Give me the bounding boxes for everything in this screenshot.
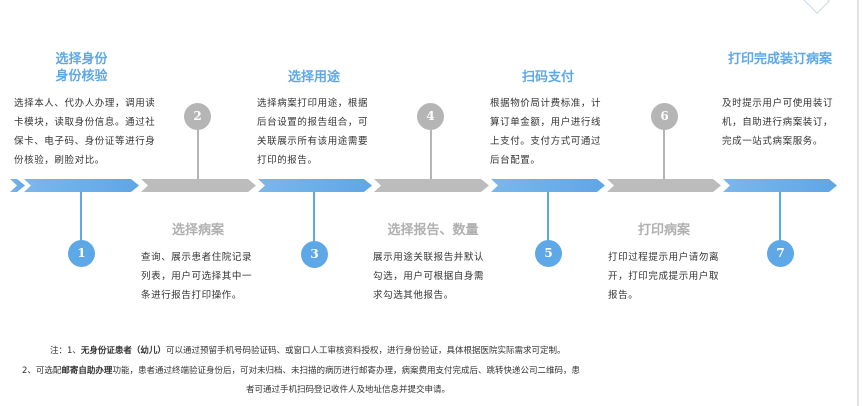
connector-4 <box>430 128 432 179</box>
step-3-desc: 选择病案打印用途，根据后台设置的报告组合，可关联展示所有该用途需要打印的报告。 <box>257 98 369 166</box>
step-4-desc: 展示用途关联报告并默认勾选，用户可根据自身需求勾选其他报告。 <box>373 252 485 301</box>
connector-3 <box>313 192 315 242</box>
connector-5 <box>547 192 549 242</box>
note-1-bold: 无身份证患者（幼儿） <box>80 346 166 356</box>
right-border <box>857 0 859 406</box>
step-5-title: 扫码支付 <box>521 70 574 85</box>
step-1-badge: 1 <box>68 240 95 267</box>
timeline-segment-3 <box>258 179 372 192</box>
timeline-segment-6 <box>607 179 721 192</box>
timeline-segment-4 <box>374 179 489 192</box>
step-5-badge: 5 <box>535 240 562 267</box>
connector-2 <box>197 128 199 179</box>
note-2-prefix: 2、可选配 <box>22 366 62 376</box>
step-7-title: 打印完成装订病案 <box>727 52 832 67</box>
step-2-title: 选择病案 <box>171 223 224 238</box>
step-6-desc: 打印过程提示用户请勿离开，打印完成提示用户取报告。 <box>608 252 720 301</box>
note-line-2: 2、可选配邮寄自助办理功能，患者通过终端验证身份后，可对未归档、未扫描的病历进行… <box>22 364 580 376</box>
step-1-desc: 选择本人、代办人办理，调用读卡模块，读取身份信息。通过社保卡、电子码、身份证等进… <box>14 98 156 166</box>
step-5-desc: 根据物价局计费标准，计算订单金额，用户进行线上支付。支付方式可通过后台配置。 <box>490 98 602 166</box>
connector-6 <box>663 128 665 179</box>
connector-1 <box>80 192 82 242</box>
note-2-text: 功能，患者通过终端验证身份后，可对未归档、未扫描的病历进行邮寄办理，病案费用支付… <box>112 366 580 376</box>
step-4-badge: 4 <box>417 103 444 130</box>
timeline-segment-1 <box>24 179 139 192</box>
note-1-text: 可以通过预留手机号码验证码、或窗口人工审核资料授权，进行身份验证，具体根据医院实… <box>165 346 566 356</box>
step-4-title: 选择报告、数量 <box>387 223 479 238</box>
step-7-badge: 7 <box>767 240 794 267</box>
lead-chevron <box>10 179 25 192</box>
note-1-prefix: 注：1、 <box>50 346 81 356</box>
step-3-title: 选择用途 <box>287 70 340 85</box>
corner-decoration <box>800 0 830 14</box>
note-2-bold: 邮寄自助办理 <box>61 366 113 376</box>
timeline-segment-5 <box>491 179 605 192</box>
note-line-1: 注：1、无身份证患者（幼儿）可以通过预留手机号码验证码、或窗口人工审核资料授权，… <box>50 344 565 356</box>
timeline-segment-2 <box>141 179 256 192</box>
note-line-3: 者可通过手机扫码登记收件人及地址信息并提交申请。 <box>246 385 451 395</box>
step-1-title: 选择身份 身份核验 <box>55 52 108 84</box>
step-2-badge: 2 <box>184 103 211 130</box>
step-6-badge: 6 <box>651 103 678 130</box>
step-3-badge: 3 <box>301 241 328 268</box>
step-7-desc: 及时提示用户可使用装订机，自助进行病案装订，完成一站式病案服务。 <box>722 98 834 147</box>
timeline-segment-7 <box>723 179 837 192</box>
step-6-title: 打印病案 <box>637 223 690 238</box>
connector-7 <box>779 192 781 242</box>
step-2-desc: 查询、展示患者住院记录列表，用户可选择其中一条进行报告打印操作。 <box>141 252 253 301</box>
